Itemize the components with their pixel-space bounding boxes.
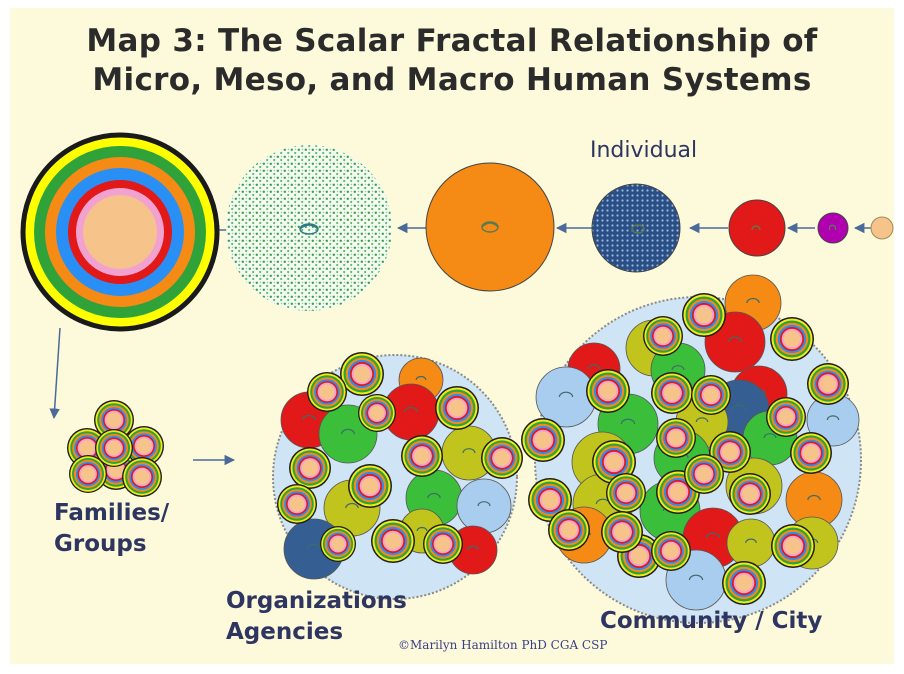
community-member-circle [586, 369, 630, 413]
organization-member-circle [481, 437, 523, 479]
organizations-agencies-label: Organizations Agencies [226, 586, 407, 648]
community-member-circle [790, 432, 832, 474]
stage-orange-circle [425, 162, 555, 292]
families-groups-label: Families/ Groups [54, 498, 169, 560]
organization-member-circle [289, 447, 331, 489]
family-member-circle [94, 400, 134, 440]
organizations-label-line-2: Agencies [226, 619, 344, 645]
community-member-circle [656, 470, 700, 514]
community-member-circle [651, 531, 691, 571]
integral-spiral-circle [20, 132, 220, 332]
community-member-circle [521, 418, 565, 462]
family-member-circle [122, 457, 162, 497]
spiral-seed-icons [299, 221, 837, 235]
community-group [521, 274, 862, 624]
community-member-circle [651, 372, 693, 414]
copyright-credit: ©Marilyn Hamilton PhD CGA CSP [398, 638, 608, 652]
stage-beige-circle [870, 216, 894, 240]
stage-green-circle [226, 145, 392, 311]
community-member-circle [643, 316, 683, 356]
community-member-circle [606, 473, 646, 513]
organization-member-circle [307, 372, 347, 412]
community-member-circle [726, 518, 776, 568]
community-member-circle [656, 418, 696, 458]
community-member-circle [807, 363, 849, 405]
community-members [521, 274, 860, 611]
family-member-circle [69, 455, 107, 493]
community-member-circle [592, 440, 636, 484]
stage-red-circle [728, 199, 786, 257]
community-member-circle [770, 317, 814, 361]
community-member-circle [548, 509, 590, 551]
organizations-label-line-1: Organizations [226, 588, 407, 614]
family-member-circle [95, 429, 133, 467]
families-cluster [67, 400, 164, 497]
organizations-group [272, 352, 523, 600]
families-label-line-2: Groups [54, 531, 147, 557]
organization-member-circle [277, 484, 317, 524]
individual-stages [226, 145, 894, 311]
community-member-circle [684, 454, 724, 494]
individual-label: Individual [590, 138, 698, 163]
page-title: Map 3: The Scalar Fractal Relationship o… [10, 22, 894, 100]
organization-member-circle [435, 386, 479, 430]
community-member-circle [766, 397, 806, 437]
community-member-circle [691, 375, 731, 415]
slide-canvas: Map 3: The Scalar Fractal Relationship o… [10, 8, 894, 664]
community-member-circle [682, 293, 726, 337]
organization-member-circle [423, 524, 463, 564]
community-member-circle [528, 478, 572, 522]
community-member-circle [771, 524, 815, 568]
family-member-circle [124, 426, 164, 466]
organizations-members [277, 352, 523, 580]
community-member-circle [722, 561, 766, 605]
community-member-circle [601, 511, 643, 553]
organization-member-circle [456, 478, 512, 534]
organization-member-circle [320, 526, 356, 562]
title-line-2: Micro, Meso, and Macro Human Systems [92, 62, 812, 98]
arrow-spiral-to-families [49, 327, 61, 420]
community-member-circle [729, 473, 771, 515]
organization-member-circle [371, 519, 415, 563]
organization-member-circle [358, 394, 396, 432]
fractal-diagram [20, 132, 894, 624]
organization-member-circle [340, 352, 384, 396]
organization-member-circle [401, 435, 443, 477]
stage-navy-circle [591, 183, 681, 273]
stage-magenta-circle [817, 212, 849, 244]
organization-member-circle [348, 464, 392, 508]
title-line-1: Map 3: The Scalar Fractal Relationship o… [86, 23, 818, 59]
families-label-line-1: Families/ [54, 500, 170, 526]
community-city-label: Community / City [600, 608, 823, 634]
